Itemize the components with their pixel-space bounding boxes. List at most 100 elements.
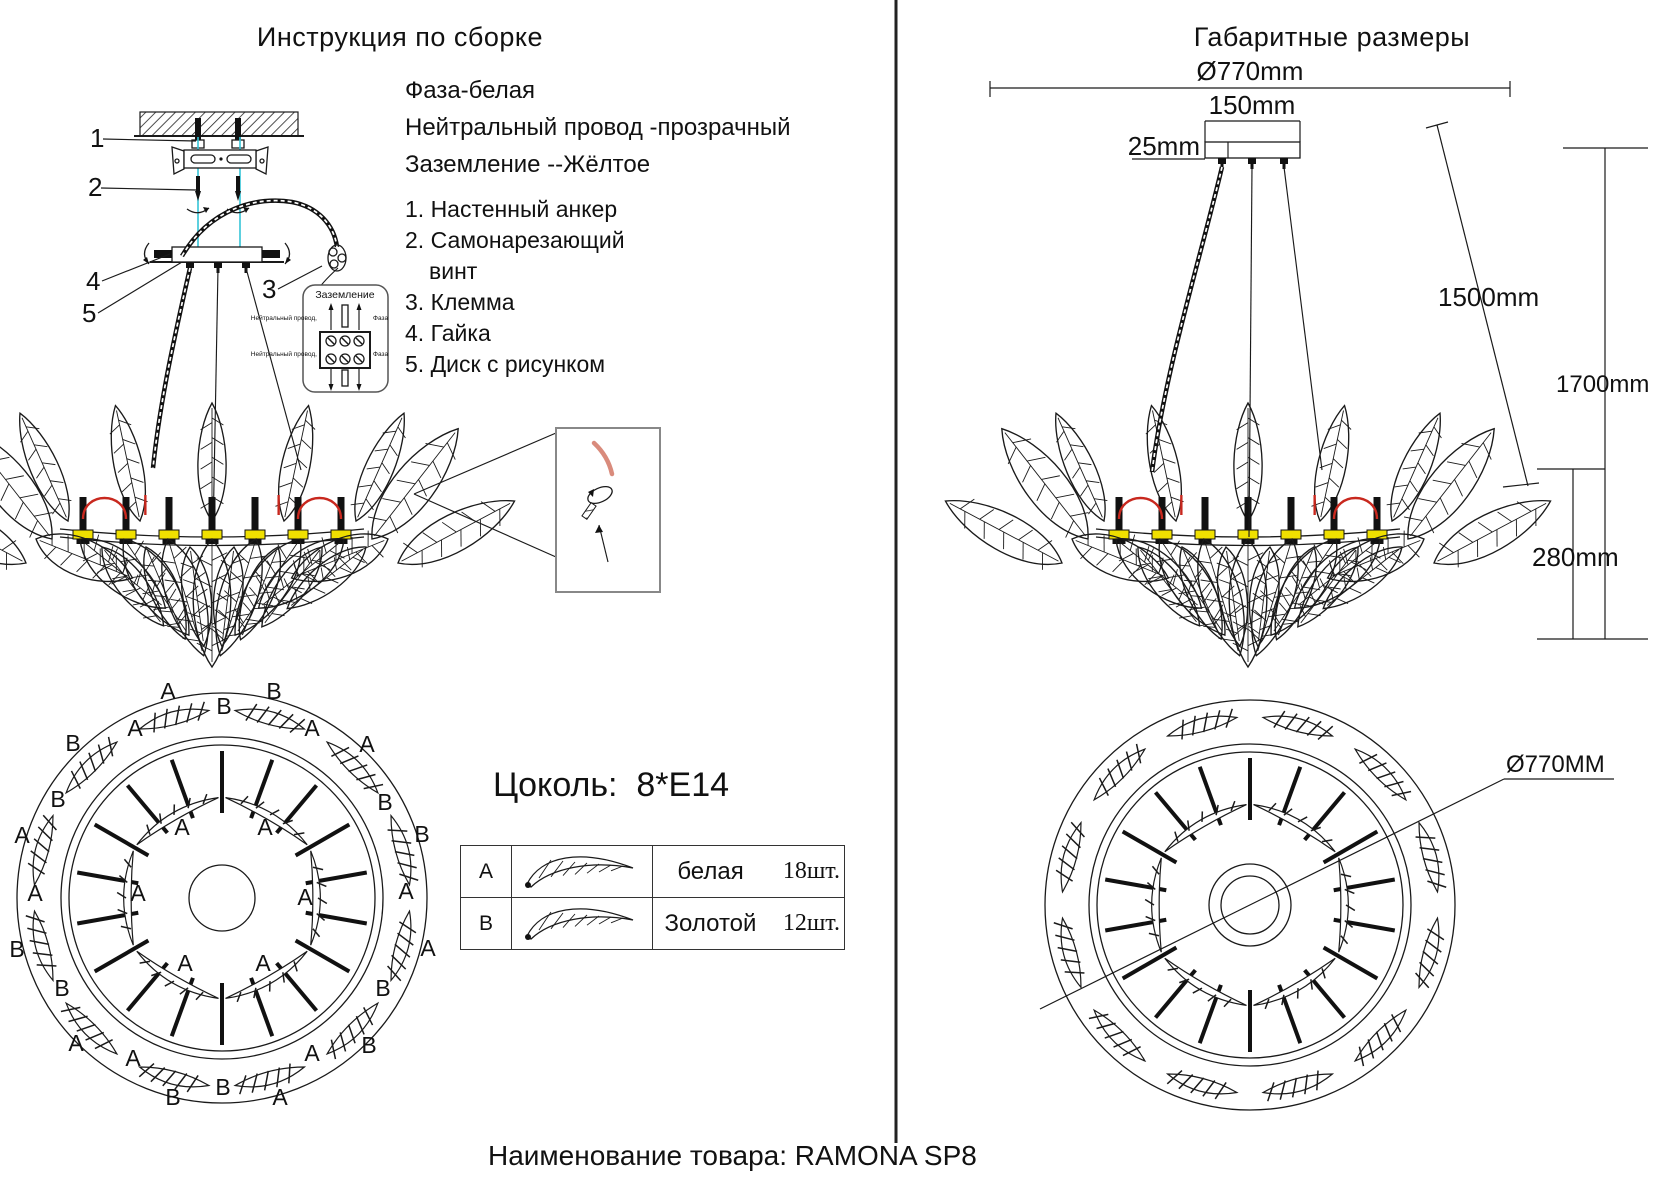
bulb-holder [244, 529, 266, 540]
drawing-line [30, 850, 47, 864]
drawing-line [224, 590, 238, 603]
drawing-path [215, 538, 263, 657]
drawing-line [1078, 462, 1092, 466]
center-hole [188, 864, 256, 932]
drawing-rect [162, 539, 176, 544]
drawing-line [397, 862, 417, 869]
drawing-path [1390, 411, 1441, 523]
drawing-line [229, 570, 243, 583]
drawing-path [1248, 545, 1280, 648]
drawing-line [1223, 612, 1236, 618]
drawing-line [120, 558, 138, 563]
drawing-line [586, 915, 600, 926]
drawing-line [1345, 904, 1356, 912]
suspension-wire [245, 267, 302, 471]
drawing-line [1179, 615, 1192, 619]
drawing-line [389, 444, 398, 457]
drawing-line [142, 590, 160, 595]
bulb-holder [1194, 529, 1216, 540]
drawing-line [187, 797, 191, 809]
drawing-line [1317, 725, 1334, 740]
topview-label-B: B [165, 1084, 180, 1110]
drawing-line [58, 498, 72, 501]
drawing-line [278, 570, 295, 575]
drawing-line [276, 1067, 281, 1088]
drawing-line [382, 498, 401, 503]
drawing-line [36, 964, 57, 967]
drawing-line [1236, 422, 1249, 431]
drawing-line [323, 564, 336, 578]
drawing-path [1433, 499, 1552, 566]
drawing-line [238, 594, 255, 598]
drawing-line [134, 540, 144, 556]
drawing-line [307, 577, 311, 591]
suspension-cord [150, 267, 193, 469]
socle-spec: Цоколь: 8*E14 [493, 766, 730, 804]
outer-leaf [64, 1001, 119, 1056]
drawing-line [1133, 564, 1149, 573]
drawing-line [1325, 554, 1342, 559]
drawing-line [1247, 594, 1264, 604]
drawing-line [19, 493, 39, 499]
drawing-line [1321, 839, 1333, 843]
table-row-a: A белая 18шт. [460, 845, 845, 898]
drawing-line [199, 605, 210, 614]
drawing-line [1369, 557, 1374, 571]
drawing-line [312, 928, 321, 938]
drawing-line [97, 744, 105, 764]
hex-leaf [1164, 957, 1247, 1006]
drawing-line [139, 960, 151, 964]
drawing-line [122, 561, 129, 574]
drawing-line [283, 462, 297, 469]
drawing-line [109, 424, 120, 435]
drawing-line [1147, 575, 1163, 585]
drawing-line [132, 574, 139, 587]
leaf-shape [397, 499, 516, 568]
drawing-line [153, 606, 170, 611]
topview-label-A: A [68, 1030, 84, 1056]
drawing-line [1236, 481, 1249, 490]
rotate-ellipse [587, 485, 613, 505]
drawing-line [598, 864, 612, 873]
drawing-line [259, 591, 273, 594]
drawing-line [301, 439, 312, 450]
drawing-line [1181, 719, 1184, 740]
leaf-shape [1270, 538, 1342, 637]
drawing-line [1256, 559, 1268, 568]
drawing-line [460, 529, 462, 547]
drawing-line [1391, 551, 1404, 565]
leaf-shape [1248, 545, 1281, 648]
drawing-line [313, 587, 326, 594]
drawing-line [117, 908, 128, 915]
drawing-line [1264, 998, 1270, 1010]
drawing-line [586, 863, 600, 874]
candle-socket [251, 497, 259, 531]
topview-label-B: B [215, 1074, 230, 1100]
topview-label-A: A [255, 950, 271, 976]
topview-label-B: B [65, 730, 80, 756]
leaf-stem [294, 822, 351, 858]
drawing-line [1201, 582, 1211, 594]
detail-wedge-line [413, 493, 557, 558]
drawing-line [432, 460, 442, 479]
drawing-line [1267, 558, 1281, 564]
drawing-line [1248, 625, 1260, 635]
drawing-line [179, 987, 189, 995]
drawing-line [292, 477, 304, 488]
bulb-holder [287, 529, 309, 540]
drawing-line [421, 550, 423, 568]
drawing-line [461, 511, 476, 523]
screw-tip [195, 191, 201, 201]
drawing-line [1233, 624, 1247, 637]
drawing-path [277, 404, 314, 523]
drawing-line [221, 542, 256, 652]
drawing-line [1375, 558, 1388, 571]
drawing-line [1316, 1070, 1319, 1091]
drawing-line [396, 479, 416, 485]
drawing-line [1168, 602, 1182, 606]
drawing-line [1410, 448, 1425, 452]
drawing-line [1207, 598, 1217, 609]
drawing-line [351, 537, 353, 554]
drawing-line [29, 939, 50, 946]
drawing-line [44, 484, 53, 497]
